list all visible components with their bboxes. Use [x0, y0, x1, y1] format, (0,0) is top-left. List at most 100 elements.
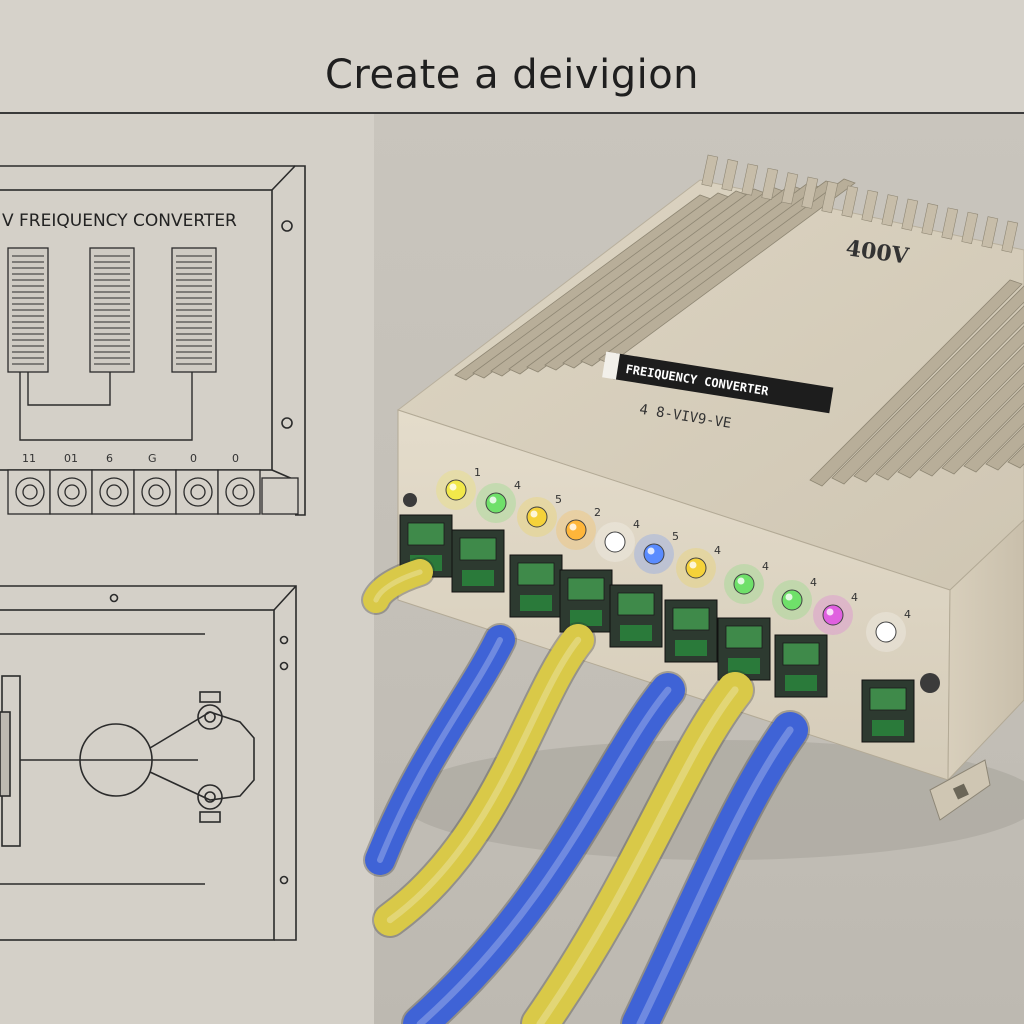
- connector-face: [617, 592, 655, 616]
- terminal-number: 01: [64, 452, 78, 465]
- terminal-end-cap: [261, 477, 299, 515]
- terminal-connectors: [399, 514, 915, 743]
- fin-right: [1007, 445, 1024, 469]
- fin-top-edge: [801, 176, 819, 209]
- status-led: [822, 604, 844, 626]
- led-number: 1: [474, 466, 481, 479]
- fin-top-edge: [881, 194, 899, 227]
- status-led: [781, 589, 803, 611]
- cables: [361, 557, 810, 1024]
- terminal-screw-center: [190, 484, 206, 500]
- fin-top-edge: [901, 198, 919, 231]
- screw: [403, 493, 417, 507]
- led-number: 4: [851, 591, 858, 604]
- status-led: [875, 621, 897, 643]
- fin-top-edge: [921, 203, 939, 236]
- fin-right: [919, 365, 1024, 477]
- header-bar: Create a deivigion: [0, 0, 1024, 114]
- fin-right: [897, 345, 1024, 479]
- led-highlight: [569, 523, 577, 531]
- terminal-number: 11: [22, 452, 36, 465]
- fin-top-edge: [701, 154, 719, 187]
- led-number: 5: [672, 530, 679, 543]
- connector-base: [728, 658, 760, 674]
- heatsink-fins: [454, 154, 1024, 487]
- status-led: [565, 519, 587, 541]
- terminal-screw-center: [232, 484, 248, 500]
- led-highlight: [689, 561, 697, 569]
- cable: [365, 625, 515, 875]
- fin-right: [831, 285, 1024, 485]
- motor-schematic-box: [0, 585, 297, 941]
- led-number: 4: [810, 576, 817, 589]
- cable: [374, 624, 594, 936]
- terminal-screw-center: [148, 484, 164, 500]
- led-number: 2: [594, 506, 601, 519]
- connector-base: [785, 675, 817, 691]
- status-led: [526, 506, 548, 528]
- terminal-screw-center: [64, 484, 80, 500]
- fin-top-edge: [841, 185, 859, 218]
- led-number: 4: [714, 544, 721, 557]
- cable-highlight: [377, 637, 503, 863]
- screw: [920, 673, 940, 693]
- fin-right: [985, 425, 1024, 471]
- status-led: [604, 531, 626, 553]
- connector-face: [407, 522, 445, 546]
- status-led: [445, 479, 467, 501]
- status-led: [643, 543, 665, 565]
- connector-base: [872, 720, 904, 736]
- led-highlight: [785, 593, 793, 601]
- led-highlight: [879, 625, 887, 633]
- terminal-number: G: [148, 452, 157, 465]
- connector-face: [782, 642, 820, 666]
- connector-base: [570, 610, 602, 626]
- cable: [403, 673, 685, 1024]
- cable: [363, 559, 433, 613]
- connector-face: [517, 562, 555, 586]
- connector-face: [869, 687, 907, 711]
- fin-top-edge: [861, 189, 879, 222]
- terminal-screw-center: [22, 484, 38, 500]
- cable: [622, 712, 808, 1024]
- cable-highlight: [536, 686, 739, 1024]
- fin-right: [853, 305, 1024, 483]
- connector-base: [462, 570, 494, 586]
- fin-right: [941, 385, 1024, 475]
- cable-highlight: [636, 726, 794, 1024]
- terminal-number: 6: [106, 452, 113, 465]
- led-number: 5: [555, 493, 562, 506]
- connector-base: [520, 595, 552, 611]
- terminal-strip: [7, 469, 299, 515]
- device-side-face: [947, 519, 1024, 782]
- fin-top-edge: [721, 159, 739, 192]
- led-highlight: [737, 577, 745, 585]
- connector-face: [459, 537, 497, 561]
- fin-right: [875, 325, 1024, 481]
- fin-top-edge: [781, 172, 799, 205]
- connector-face: [567, 577, 605, 601]
- terminal-screw-center: [106, 484, 122, 500]
- led-highlight: [449, 483, 457, 491]
- led-highlight: [647, 547, 655, 555]
- status-led: [685, 557, 707, 579]
- led-number: 4: [514, 479, 521, 492]
- led-highlight: [489, 496, 497, 504]
- connector-base: [675, 640, 707, 656]
- fin-right: [809, 279, 1023, 487]
- schematic-wiring: [19, 372, 193, 441]
- status-led: [733, 573, 755, 595]
- status-led: [485, 492, 507, 514]
- fin-top-edge: [741, 163, 759, 196]
- fin-top-edge: [941, 207, 959, 240]
- cable-highlight: [373, 569, 423, 603]
- led-highlight: [530, 510, 538, 518]
- led-number: 4: [633, 518, 640, 531]
- fin-right: [963, 405, 1024, 473]
- fin-top-edge: [1001, 220, 1019, 253]
- cable: [522, 672, 753, 1024]
- fin-top-edge: [821, 181, 839, 214]
- terminal-number: 0: [190, 452, 197, 465]
